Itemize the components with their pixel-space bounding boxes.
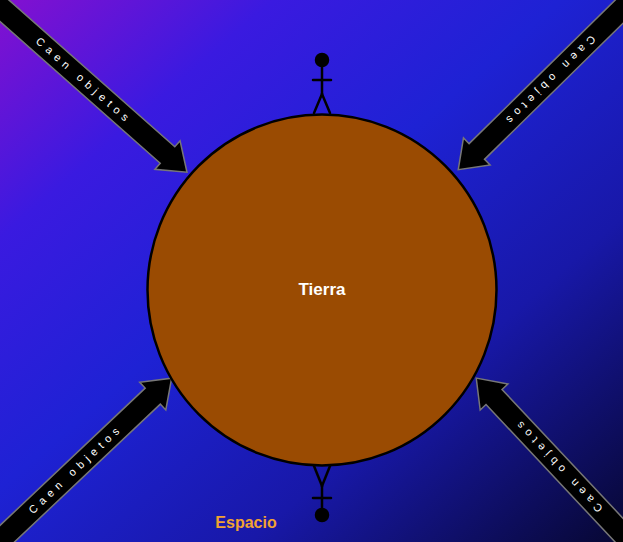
planet-circle: Tierra [146, 113, 498, 467]
falling-arrow [0, 0, 200, 186]
node-title: Tierra [299, 280, 346, 300]
arrow-label: Caen objetos [510, 415, 605, 515]
arrow-label: Caen objetos [33, 35, 135, 127]
stick-figure [313, 54, 331, 113]
arrow-label: Caen objetos [500, 32, 598, 129]
falling-arrow [0, 364, 185, 542]
falling-arrow [445, 0, 623, 183]
region-label: Espacio [215, 514, 276, 532]
stick-figure [313, 466, 331, 521]
arrow-label: Caen objetos [26, 421, 126, 516]
falling-arrow [462, 365, 623, 542]
